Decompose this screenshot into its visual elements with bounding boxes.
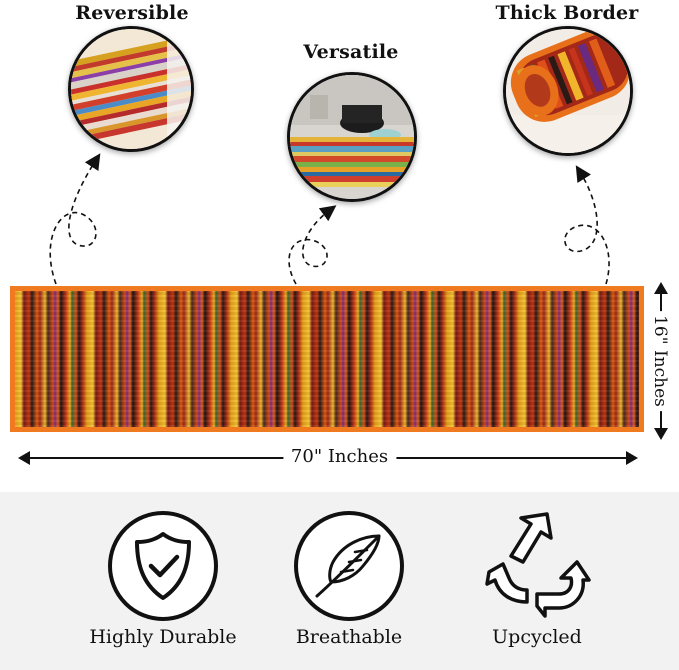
rug-product-image: [10, 286, 644, 432]
height-dimension-label: 16" Inches: [650, 311, 670, 411]
width-dimension-label: 70" Inches: [282, 446, 397, 467]
callout-label-versatile: Versatile: [303, 41, 399, 63]
feature-label-durable: Highly Durable: [89, 626, 237, 648]
callout-image-reversible: [68, 26, 194, 152]
callout-image-thick-border: [503, 26, 633, 156]
callout-image-versatile: [287, 72, 417, 202]
callout-label-thick-border: Thick Border: [495, 2, 639, 24]
feature-label-breathable: Breathable: [295, 626, 403, 648]
callout-label-reversible: Reversible: [75, 2, 189, 24]
feather-icon: [293, 510, 405, 622]
recycle-arrows-icon: [481, 510, 593, 622]
shield-check-icon: [107, 510, 219, 622]
feature-label-upcycled: Upcycled: [492, 626, 582, 648]
